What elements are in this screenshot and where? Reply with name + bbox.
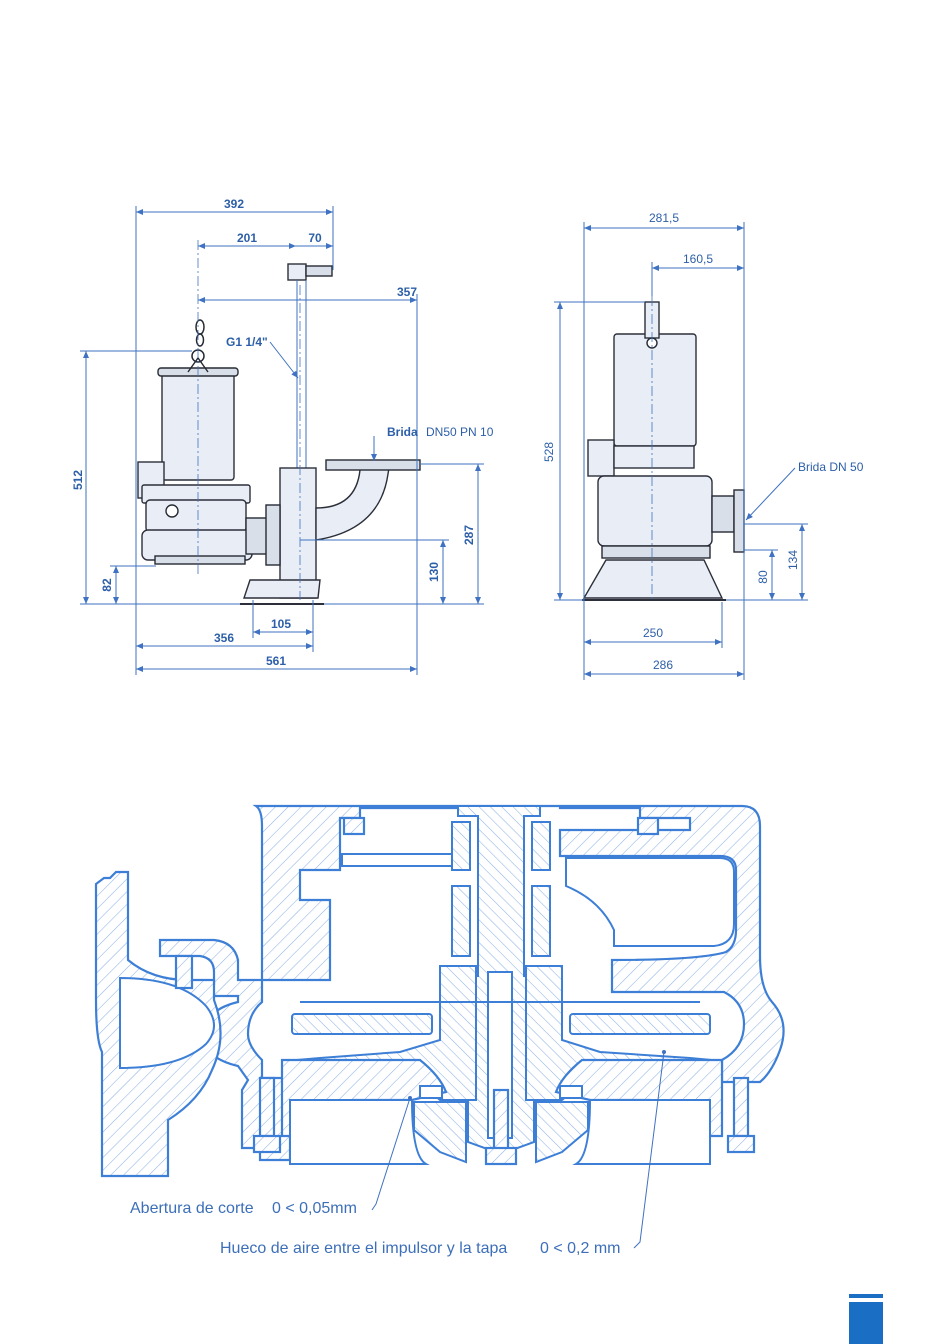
flange-bolt: [176, 956, 192, 988]
guide-rail-bracket: [288, 264, 306, 280]
pump-casing-front: [598, 476, 712, 546]
bolt-right-top: [638, 818, 658, 834]
cutter-left: [414, 1102, 466, 1162]
base-ring-front: [602, 546, 710, 558]
dim-160-5: 160,5: [683, 252, 713, 266]
dim-105: 105: [271, 617, 291, 631]
air-gap-label: Hueco de aire entre el impulsor y la tap…: [220, 1240, 507, 1257]
seal-left: [452, 886, 470, 956]
dim-356: 356: [214, 631, 234, 645]
dim-281-5: 281,5: [649, 211, 679, 225]
outlet-pipe-front: [712, 496, 734, 532]
seal-right: [532, 886, 550, 956]
bottom-cover-right: [576, 1100, 710, 1164]
dim-512: 512: [71, 470, 85, 490]
side-bolt-head-right: [728, 1136, 754, 1152]
motor-housing-front: [614, 334, 696, 446]
cut-gap-value: 0 < 0,05mm: [272, 1200, 357, 1217]
discharge-bend: [316, 462, 390, 540]
dim-70: 70: [308, 231, 322, 245]
oil-chamber-slot: [342, 854, 456, 866]
dim-561: 561: [266, 654, 286, 668]
bearing-left-upper: [452, 822, 470, 870]
flange-word: Brida: [387, 425, 418, 439]
rail-top-clamp: [306, 266, 332, 276]
inspection-plug-icon: [166, 505, 178, 517]
thread-label: G1 1/4": [226, 335, 268, 349]
cutter-slot-left: [420, 1086, 442, 1098]
dim-357: 357: [397, 285, 417, 299]
dim-250: 250: [643, 626, 663, 640]
volute-casing: [146, 500, 246, 532]
outlet-flange-front: [734, 490, 744, 552]
dim-287: 287: [462, 525, 476, 545]
impeller-bolt-head: [486, 1148, 516, 1164]
bottom-cover-left: [290, 1100, 426, 1164]
side-view: 392 201 70 357 512 82 287 130 105 356 56…: [71, 197, 494, 675]
impeller-vane-left: [292, 1014, 432, 1034]
page-accent-line: [849, 1294, 883, 1298]
flange-spec: DN50 PN 10: [426, 425, 494, 439]
dim-528: 528: [542, 442, 556, 462]
motor-lower: [614, 446, 694, 468]
dim-130: 130: [427, 562, 441, 582]
dim-82: 82: [100, 578, 114, 592]
cutter-slot-right: [560, 1086, 582, 1098]
discharge-flange: [326, 460, 420, 470]
impeller-vane-right: [570, 1014, 710, 1034]
side-bolt-right: [734, 1078, 748, 1136]
dim-392: 392: [224, 197, 244, 211]
dim-286: 286: [653, 658, 673, 672]
bearing-right-upper: [532, 822, 550, 870]
coupling-flange: [266, 505, 280, 565]
page-accent-block: [849, 1302, 883, 1344]
front-view: 281,5 160,5 528 134 80 250 286 Brida DN …: [542, 211, 864, 680]
air-gap-value: 0 < 0,2 mm: [540, 1240, 620, 1257]
bolt-left-top: [344, 818, 364, 834]
dim-134: 134: [786, 550, 800, 570]
flange-label-front: Brida DN 50: [798, 460, 864, 474]
dim-201: 201: [237, 231, 257, 245]
side-bolt-head-left: [254, 1136, 280, 1152]
cutter-plate: [155, 556, 245, 564]
dim-80: 80: [756, 570, 770, 584]
motor-cavity: [566, 858, 734, 946]
cut-gap-label: Abertura de corte: [130, 1200, 254, 1217]
stand-front: [584, 560, 722, 598]
base-foot: [244, 580, 320, 598]
cable-box-front: [588, 440, 614, 476]
cutter-right: [536, 1102, 588, 1162]
side-bolt-left: [260, 1078, 274, 1136]
cross-section-view: Abertura de corte 0 < 0,05mm Hueco de ai…: [96, 806, 784, 1257]
impeller-bolt: [494, 1090, 508, 1150]
lifting-chain-icon: [188, 320, 208, 372]
discharge-connection: [280, 468, 316, 598]
